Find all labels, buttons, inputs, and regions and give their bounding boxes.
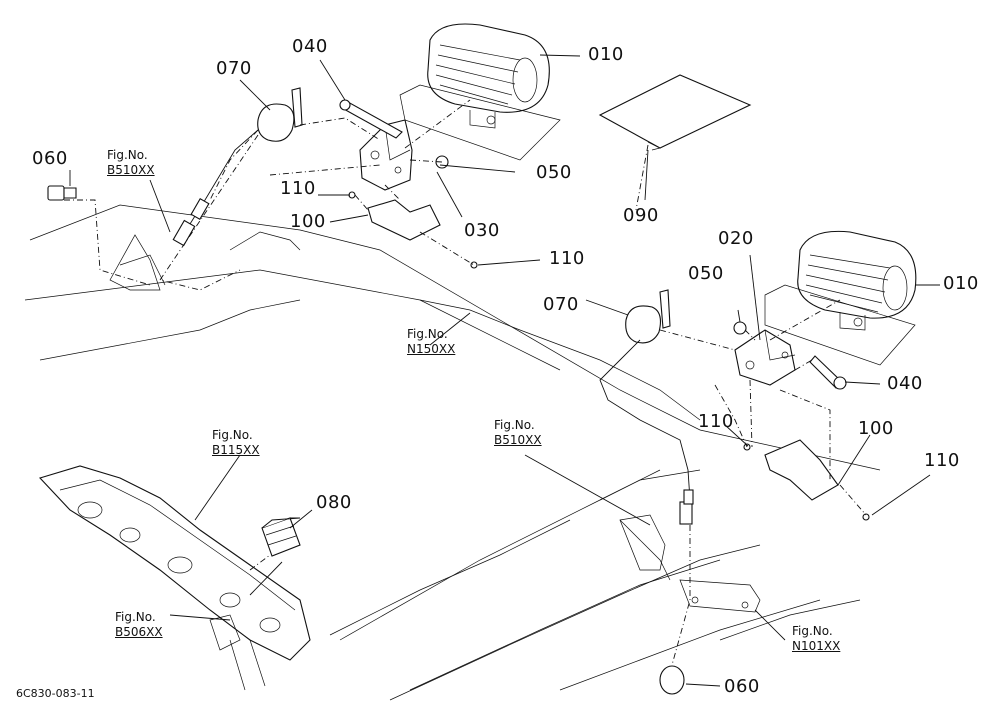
drawing-code: 6C830-083-11 [16,687,95,700]
bulb-lower [659,665,685,695]
part-label-110-c: 110 [698,411,734,432]
part-label-090: 090 [623,205,659,226]
fig-ref-label: Fig.No. [107,148,148,162]
bolt-upper [339,99,403,139]
part-label-020: 020 [718,228,754,249]
fig-ref-n150: Fig.No. N150XX [407,327,455,357]
decal-sticker [598,74,752,151]
fig-ref-b510-right: Fig.No. B510XX [494,418,542,448]
part-label-040-right: 040 [887,373,923,394]
fig-ref-label: Fig.No. [115,610,156,624]
bulb-upper [47,185,77,201]
part-label-010-upper: 010 [588,44,624,65]
fig-ref-code: B510XX [494,433,542,447]
part-label-050-upper: 050 [536,162,572,183]
fig-ref-label: Fig.No. [407,327,448,341]
part-label-110-b: 110 [549,248,585,269]
fig-ref-label: Fig.No. [792,624,833,638]
part-label-030: 030 [464,220,500,241]
part-label-110-a: 110 [280,178,316,199]
roof-structure [24,204,881,701]
bolt-right [809,355,847,390]
leader-lines [69,54,940,687]
fig-ref-b510-left: Fig.No. B510XX [107,148,155,178]
cover-upper [367,199,441,241]
console-panel [38,465,311,691]
fig-ref-label: Fig.No. [494,418,535,432]
fig-ref-code: B115XX [212,443,260,457]
part-label-060-lower: 060 [724,676,760,697]
fig-ref-code: B510XX [107,163,155,177]
fig-ref-code: B506XX [115,625,163,639]
cable-tie-right [625,289,671,344]
switch [261,517,301,557]
assembly-lines [64,99,867,666]
screw-d [862,513,870,521]
work-light-right [764,230,917,366]
part-label-060-upper: 060 [32,148,68,169]
part-label-010-right: 010 [943,273,979,294]
part-label-100-right: 100 [858,418,894,439]
part-label-110-d: 110 [924,450,960,471]
fig-ref-code: N150XX [407,342,456,356]
cover-right [764,439,839,501]
part-label-100-upper: 100 [290,211,326,232]
part-label-070-right: 070 [543,294,579,315]
part-label-040-upper: 040 [292,36,328,57]
part-label-050-right: 050 [688,263,724,284]
cable-tie-upper [257,87,303,142]
fig-ref-label: Fig.No. [212,428,253,442]
part-label-080: 080 [316,492,352,513]
fig-ref-b115: Fig.No. B115XX [212,428,260,458]
part-label-070-upper: 070 [216,58,252,79]
screw-b [470,261,478,269]
bracket-right [734,329,796,386]
bracket-upper [359,119,413,191]
wire-harness [172,129,694,525]
fig-ref-n101: Fig.No. N101XX [792,624,840,654]
fig-ref-b506: Fig.No. B506XX [115,610,163,640]
work-light-upper [399,23,561,161]
fig-ref-code: N101XX [792,639,841,653]
nut-right [733,321,747,335]
